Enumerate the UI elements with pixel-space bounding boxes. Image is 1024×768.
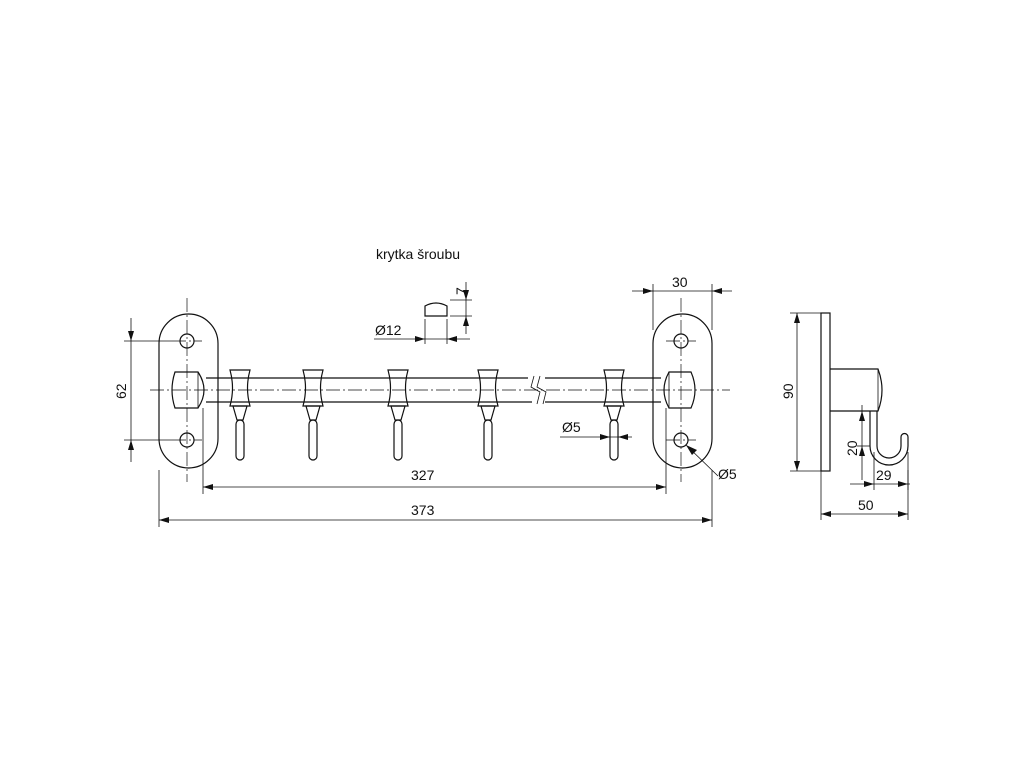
- dimension-projection: [820, 470, 909, 520]
- plate-height-label: 62: [113, 383, 129, 399]
- hook-1: [229, 369, 251, 461]
- hook-reach-label: 29: [876, 467, 892, 483]
- side-height-label: 90: [780, 383, 796, 399]
- hook-rod-diameter-label: Ø5: [562, 419, 581, 435]
- dimension-hook-rod: [560, 434, 632, 440]
- dimension-hole-leader: [685, 444, 719, 477]
- hook-depth-label: 20: [844, 440, 860, 456]
- dimension-plate-width: [632, 284, 732, 330]
- hook-5: [603, 369, 625, 461]
- left-mounting-plate: [158, 298, 219, 482]
- dimension-plate-height: [124, 318, 172, 462]
- front-view: [124, 282, 732, 527]
- screw-cap-detail: [374, 282, 472, 344]
- hook-3: [387, 369, 409, 461]
- cap-height-label: 7: [453, 287, 469, 295]
- cap-diameter-label: Ø12: [375, 322, 402, 338]
- projection-label: 50: [858, 497, 874, 513]
- dimension-total-length: [158, 470, 713, 527]
- plate-width-label: 30: [672, 274, 688, 290]
- side-hook-profile: [830, 368, 909, 466]
- inner-length-label: 327: [411, 467, 435, 483]
- dimension-side-height: [790, 312, 821, 472]
- side-wall-plate: [820, 312, 831, 472]
- hook-2: [302, 369, 324, 461]
- screw-cap-label: krytka šroubu: [376, 246, 460, 262]
- main-rod: [150, 375, 730, 405]
- total-length-label: 373: [411, 502, 435, 518]
- dimension-inner-length: [202, 408, 667, 494]
- hook-4: [477, 369, 499, 461]
- dimension-hook-depth: [857, 405, 870, 480]
- side-view: [790, 312, 910, 520]
- hole-diameter-label: Ø5: [718, 466, 737, 482]
